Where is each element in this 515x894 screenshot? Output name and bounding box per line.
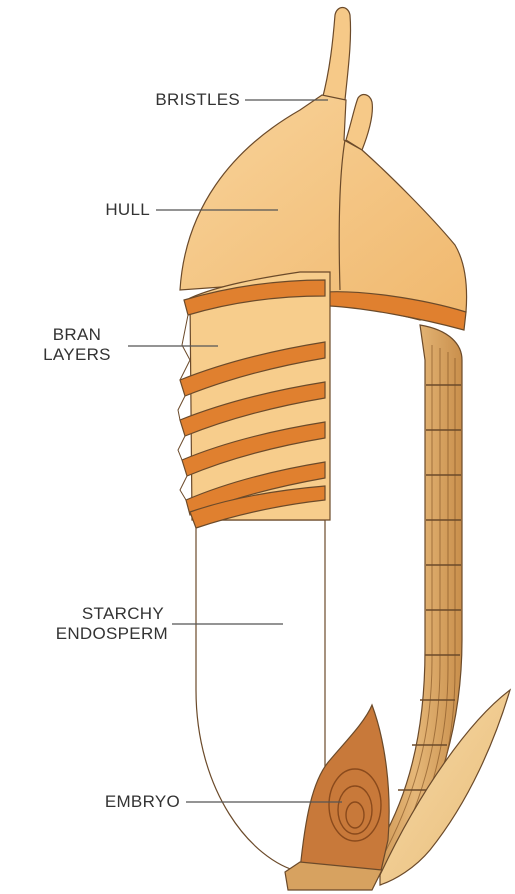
label-embryo: EMBRYO — [50, 792, 180, 812]
label-starchy-endosperm: STARCHY ENDOSPERM — [10, 604, 168, 644]
endosperm-body — [196, 520, 325, 872]
label-starchy-line1: STARCHY — [10, 604, 168, 624]
label-bran-layers: BRAN LAYERS — [36, 325, 118, 365]
label-starchy-line2: ENDOSPERM — [10, 624, 168, 644]
label-hull: HULL — [60, 200, 150, 220]
bristle-left — [322, 8, 351, 101]
label-bran-line2: LAYERS — [36, 345, 118, 365]
bran-layers — [180, 272, 330, 528]
label-bristles: BRISTLES — [120, 90, 240, 110]
label-bran-line1: BRAN — [36, 325, 118, 345]
bristle-right — [346, 95, 372, 150]
